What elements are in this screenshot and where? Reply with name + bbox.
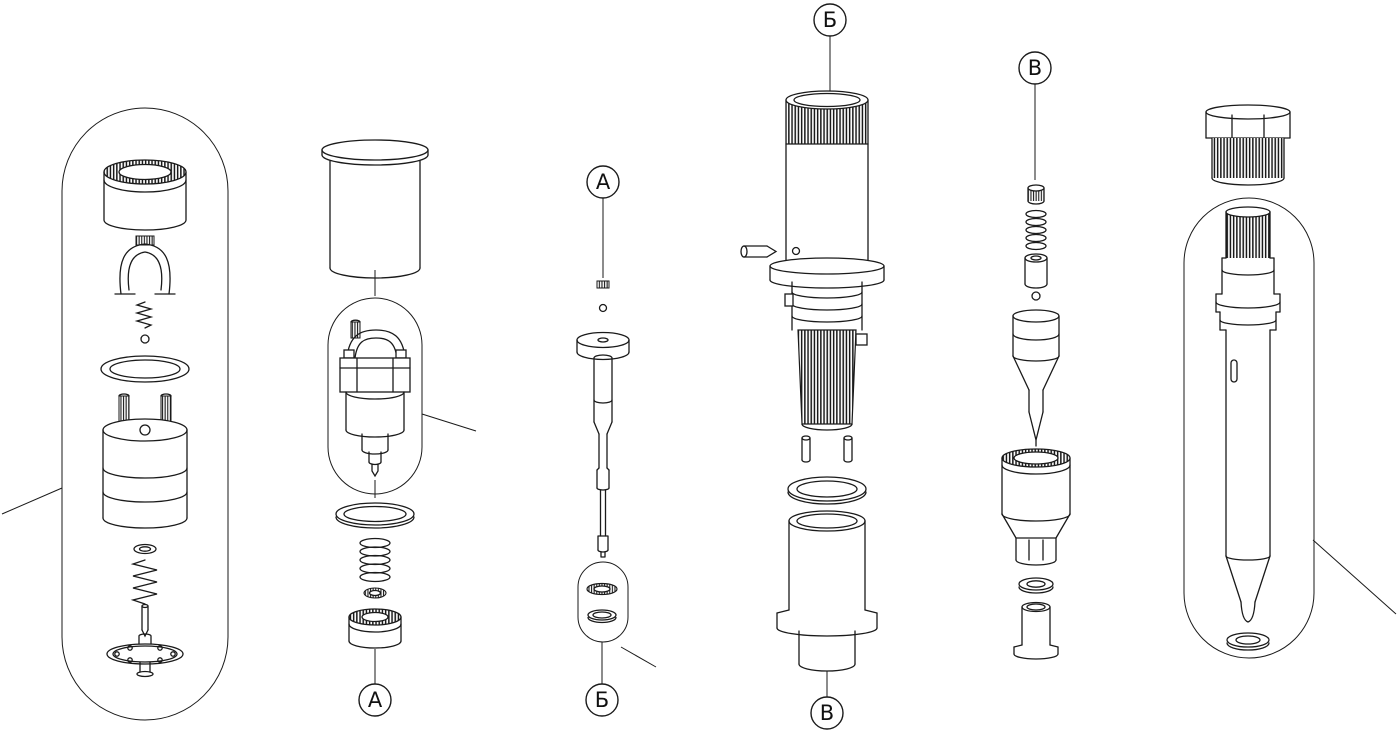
part-nozzle-body — [1215, 206, 1281, 623]
part-adjusting-shim — [1027, 184, 1045, 205]
leader-line-nozzle-body — [1312, 539, 1397, 615]
part-control-rod — [576, 331, 630, 558]
part-oring-large — [100, 355, 190, 383]
callout-b-bottom: Б — [585, 642, 657, 717]
part-armature-disc — [106, 633, 184, 678]
callout-v-top-label: В — [1028, 56, 1042, 80]
part-hex-cap-nut — [1205, 104, 1291, 186]
part-injector-grooved-section — [784, 281, 868, 346]
part-nozzle-body-washer — [1226, 632, 1270, 651]
part-injector-flange — [769, 257, 885, 289]
callout-v-bottom: В — [810, 671, 844, 730]
part-tiny-bushing — [596, 280, 610, 289]
part-locating-pins — [801, 435, 853, 463]
part-retainer-cup — [776, 510, 878, 672]
part-seal-ring-upper — [586, 582, 618, 596]
part-valve-body — [102, 393, 188, 529]
part-dowel-pin-side — [740, 245, 778, 258]
boundary-rod-seals — [577, 561, 629, 643]
boundary-solenoid — [327, 297, 423, 495]
part-valve-spring — [130, 559, 158, 605]
part-nozzle-sleeve — [1013, 601, 1059, 660]
part-knurled-nut — [348, 608, 402, 649]
part-nozzle-nut — [1001, 448, 1071, 566]
part-solenoid — [339, 319, 411, 478]
part-spacer-ring — [363, 587, 387, 599]
boundary-nozzle-body — [1183, 197, 1315, 659]
part-cap-nut — [103, 159, 187, 231]
callout-a-bottom-label: А — [368, 688, 383, 712]
part-filter-cup — [321, 139, 429, 279]
callout-a-bottom: А — [358, 649, 392, 717]
part-retaining-clip — [114, 235, 176, 295]
part-coil-spring — [359, 537, 391, 583]
part-nozzle-spring — [1025, 209, 1047, 251]
callout-v-bottom-label: В — [820, 701, 834, 725]
leader-line-left-assembly — [1, 487, 63, 515]
part-solenoid-seal-ring — [335, 502, 415, 529]
part-ball — [140, 334, 150, 344]
part-small-washer — [133, 543, 157, 555]
boundary-left-assembly — [61, 107, 229, 721]
part-nozzle-ball — [1031, 291, 1041, 301]
callout-b-bottom-label: Б — [595, 688, 609, 712]
callout-v-top: В — [1018, 51, 1052, 180]
callout-b-top: Б — [813, 3, 847, 99]
part-valve-pin — [141, 603, 149, 638]
leader-line-solenoid — [421, 413, 477, 432]
part-seal-ring-lower — [587, 609, 617, 624]
part-spring-seat — [1024, 253, 1048, 289]
part-nozzle-washer — [1018, 577, 1054, 594]
part-body-seal-ring — [787, 476, 867, 505]
callout-a-mid: А — [586, 165, 620, 278]
part-small-spring — [134, 301, 154, 329]
part-injector-upper-body — [785, 90, 869, 263]
callout-b-top-label: Б — [823, 8, 837, 32]
part-nozzle-needle-body — [1012, 309, 1060, 447]
callout-a-mid-label: А — [596, 170, 611, 194]
part-injector-threaded-taper — [797, 329, 857, 431]
part-tiny-ball — [598, 303, 608, 313]
